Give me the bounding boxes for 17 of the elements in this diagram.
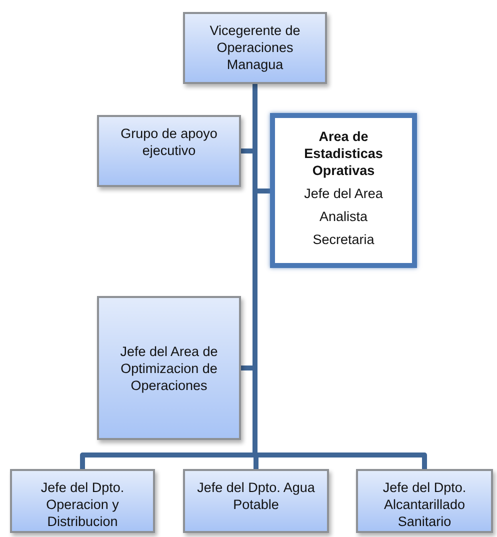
box-label: Grupo de apoyo ejecutivo <box>120 125 218 159</box>
department-panel <box>270 113 417 268</box>
box-label: Jefe del Dpto. Agua Potable <box>196 479 316 513</box>
org-box <box>10 469 155 533</box>
box-label: Jefe del Area de Optimizacion de Operaciones <box>119 342 219 394</box>
org-box <box>183 12 327 84</box>
role-text: Secretaria <box>312 231 374 248</box>
org-box <box>97 296 241 440</box>
org-box <box>183 469 329 533</box>
org-box <box>97 115 241 187</box>
box-label: Jefe del Dpto. Alcantarillado Sanitario <box>382 479 468 530</box>
role-text: Analista <box>319 208 368 225</box>
role-text: Jefe del Area <box>304 185 383 202</box>
box-label: Jefe del Dpto. Operacion y Distribucion <box>40 479 126 530</box>
org-box <box>356 469 493 533</box>
panel-heading: Area de Estadisticas Oprativas <box>303 128 384 179</box>
box-label: Vicegerente de Operaciones Managua <box>208 22 302 73</box>
